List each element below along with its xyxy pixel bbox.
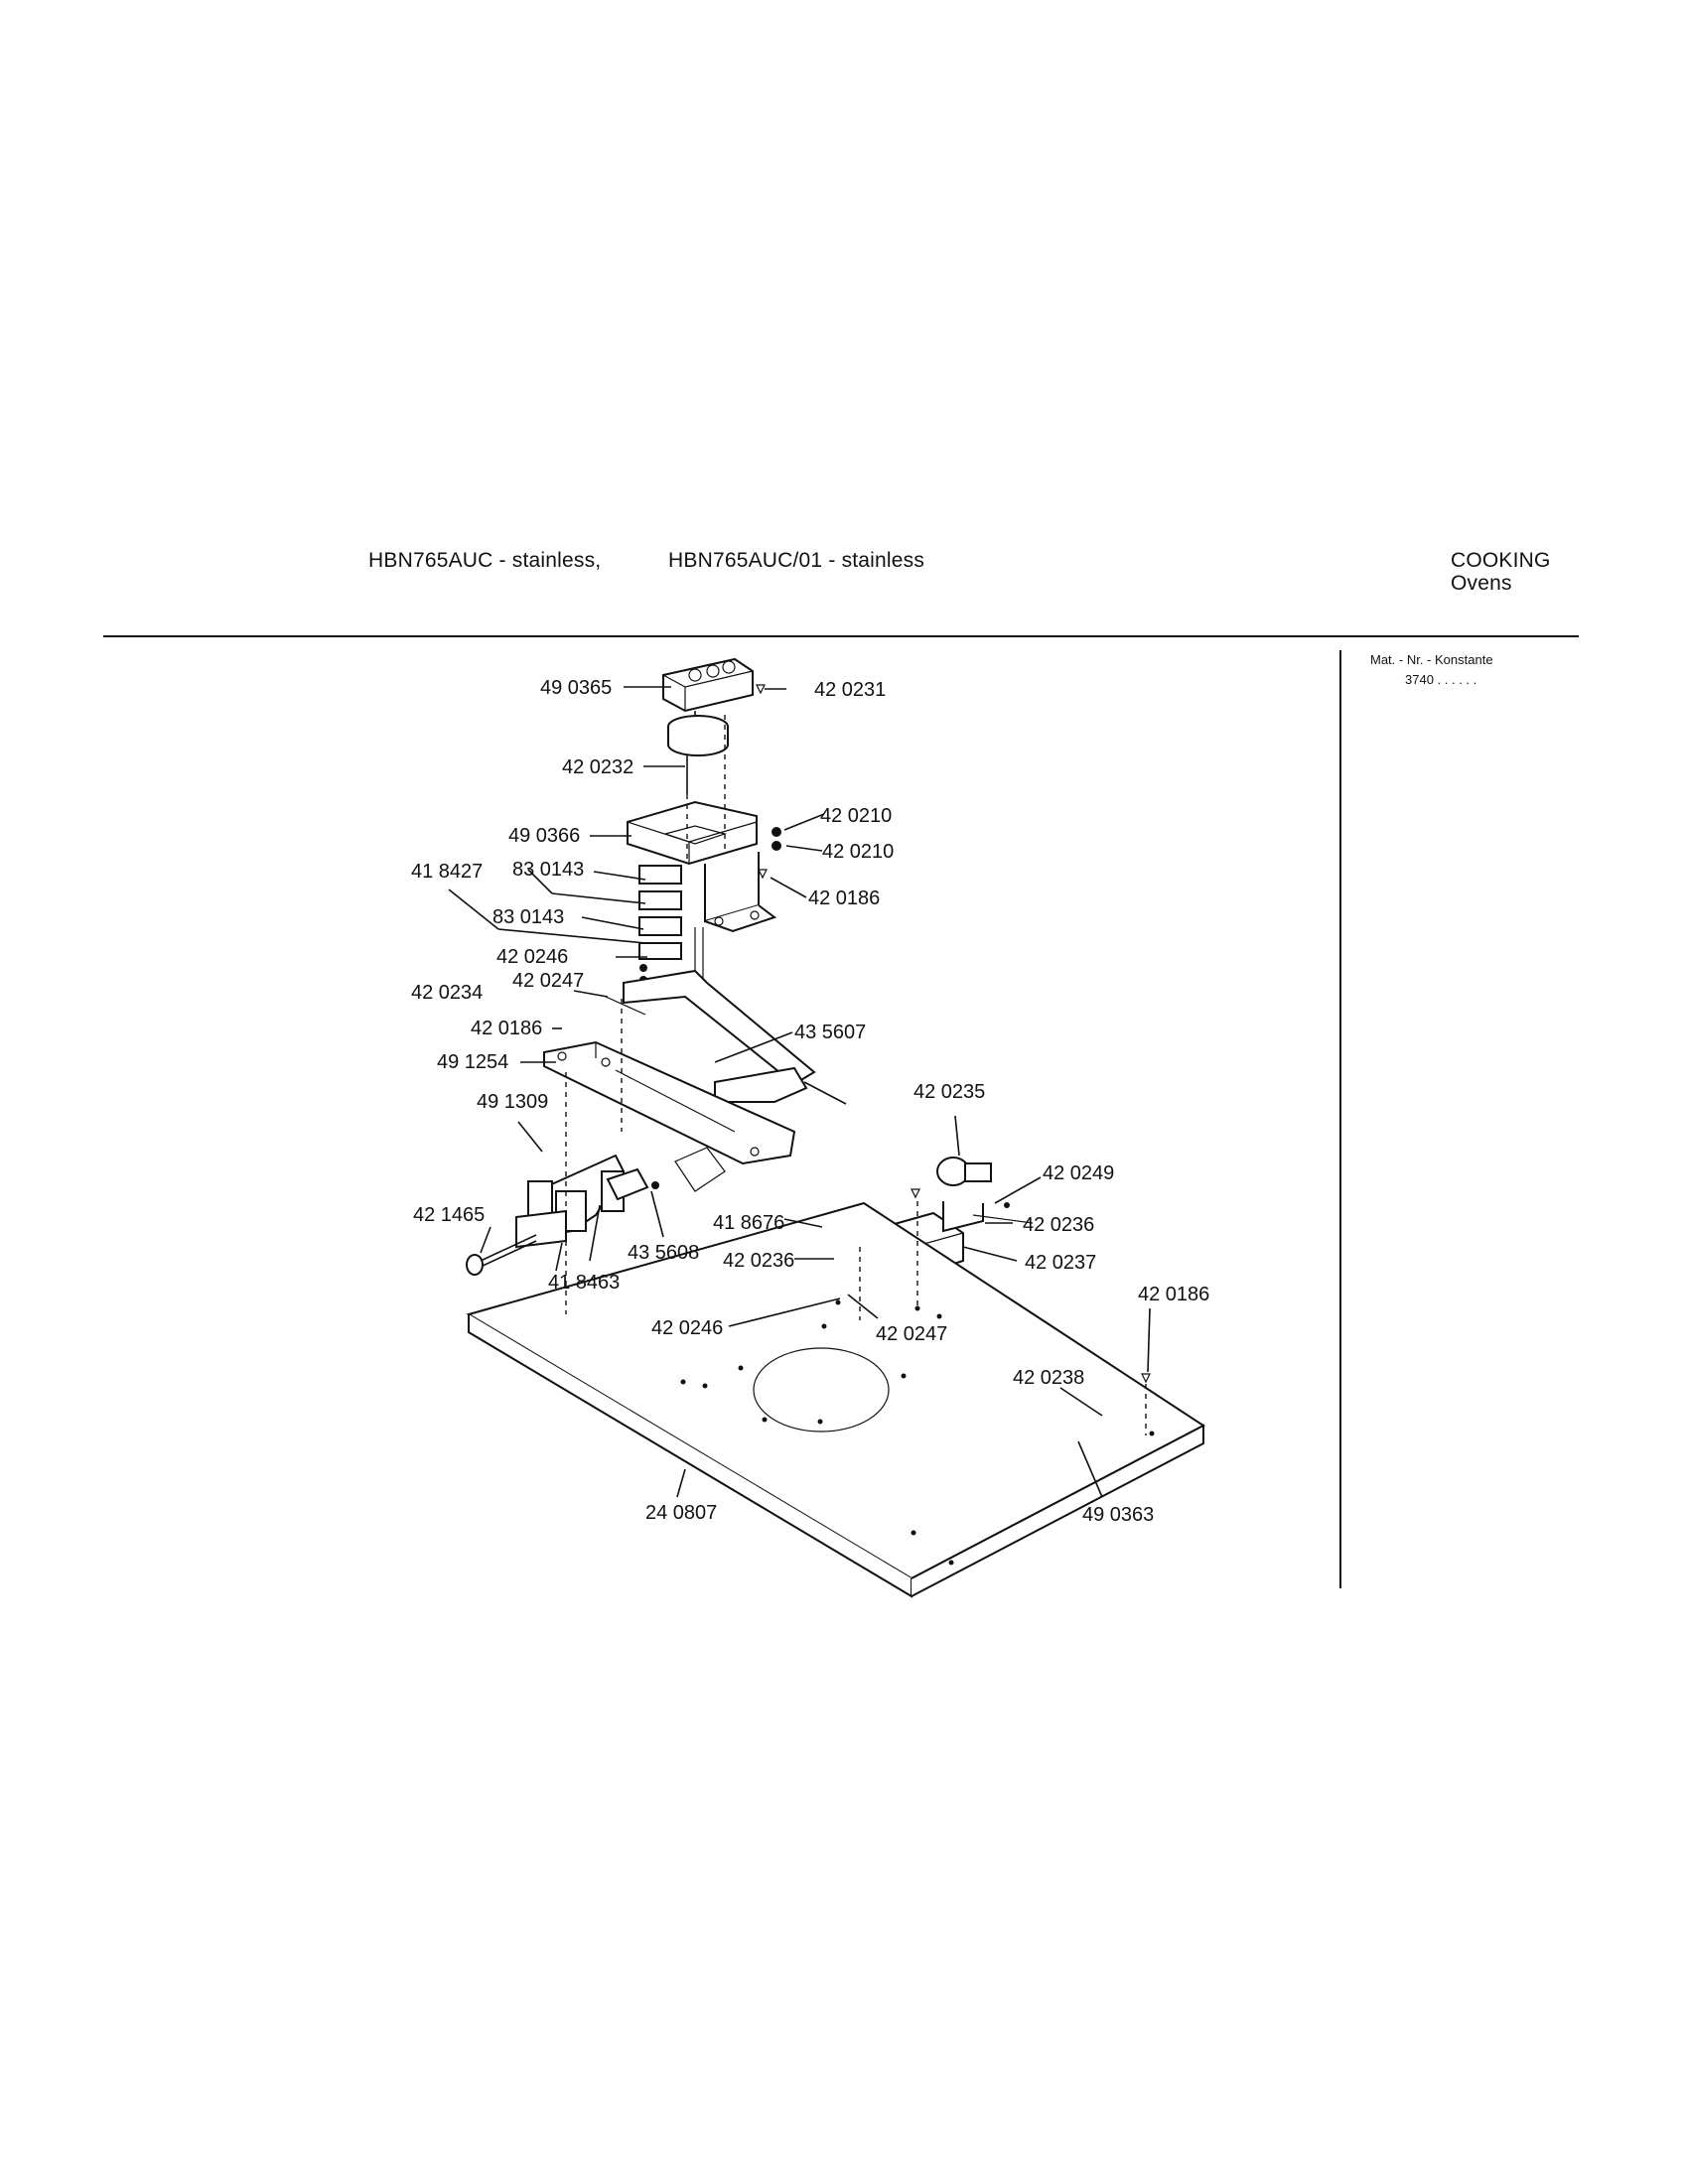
callout-49-1309: 49 1309 xyxy=(477,1091,548,1113)
leader-lines xyxy=(448,686,1151,1498)
callout-43-5607: 43 5607 xyxy=(794,1022,866,1043)
callout-41-8427: 41 8427 xyxy=(411,861,483,883)
small-switch-part xyxy=(606,1167,659,1201)
callout-83-0143-a: 83 0143 xyxy=(512,859,584,881)
callout-42-0186-c: 42 0186 xyxy=(1138,1284,1209,1305)
callout-42-0238: 42 0238 xyxy=(1013,1367,1084,1389)
micro-switches-part xyxy=(638,865,682,984)
callout-49-0363: 49 0363 xyxy=(1082,1504,1154,1526)
callout-42-0246-b: 42 0246 xyxy=(651,1317,723,1339)
motor-part xyxy=(662,657,754,756)
guide-lines xyxy=(565,715,1147,1435)
model-number-2: HBN765AUC/01 - stainless xyxy=(668,549,925,572)
category-title: COOKING xyxy=(1451,549,1551,572)
rod-part xyxy=(466,1234,537,1276)
callout-41-8463: 41 8463 xyxy=(548,1272,620,1294)
base-plate-part xyxy=(466,1201,1205,1598)
callout-42-0236-a: 42 0236 xyxy=(1023,1214,1094,1236)
callout-49-1254: 49 1254 xyxy=(437,1051,508,1073)
switch-housing-part xyxy=(515,1154,626,1249)
actuator-rail-part xyxy=(605,927,847,1105)
model-number-1: HBN765AUC - stainless, xyxy=(368,549,602,572)
callout-42-0231: 42 0231 xyxy=(814,679,886,701)
switch-plate-part xyxy=(543,1040,796,1192)
callout-42-0247-b: 42 0247 xyxy=(876,1323,947,1345)
callout-42-0186-b: 42 0186 xyxy=(471,1018,542,1039)
callout-42-0237: 42 0237 xyxy=(1025,1252,1096,1274)
subcategory-title: Ovens xyxy=(1451,572,1512,595)
callout-83-0143-b: 83 0143 xyxy=(492,906,564,928)
callout-24-0807: 24 0807 xyxy=(645,1502,717,1524)
callout-42-0234: 42 0234 xyxy=(411,982,483,1004)
callout-42-0210-b: 42 0210 xyxy=(822,841,894,863)
screws-part xyxy=(756,684,781,880)
callout-42-0249: 42 0249 xyxy=(1043,1162,1114,1184)
callout-42-1465: 42 1465 xyxy=(413,1204,485,1226)
material-number-label: Mat. - Nr. - Konstante xyxy=(1370,652,1493,667)
callout-43-5608: 43 5608 xyxy=(628,1242,699,1264)
callout-41-8676: 41 8676 xyxy=(713,1212,784,1234)
callout-42-0246-a: 42 0246 xyxy=(496,946,568,968)
callout-49-0366: 49 0366 xyxy=(508,825,580,847)
callout-49-0365: 49 0365 xyxy=(540,677,612,699)
callout-42-0235: 42 0235 xyxy=(913,1081,985,1103)
part-drawings xyxy=(466,657,1205,1598)
part-callouts: 49 0365 42 0231 42 0232 42 0210 42 0210 … xyxy=(411,677,1209,1526)
callout-42-0186-a: 42 0186 xyxy=(808,887,880,909)
callout-42-0236-b: 42 0236 xyxy=(723,1250,794,1272)
callout-42-0210-a: 42 0210 xyxy=(820,805,892,827)
callout-42-0247-a: 42 0247 xyxy=(512,970,584,992)
callout-42-0232: 42 0232 xyxy=(562,756,633,778)
material-number-value: 3740 . . . . . . xyxy=(1405,672,1477,687)
